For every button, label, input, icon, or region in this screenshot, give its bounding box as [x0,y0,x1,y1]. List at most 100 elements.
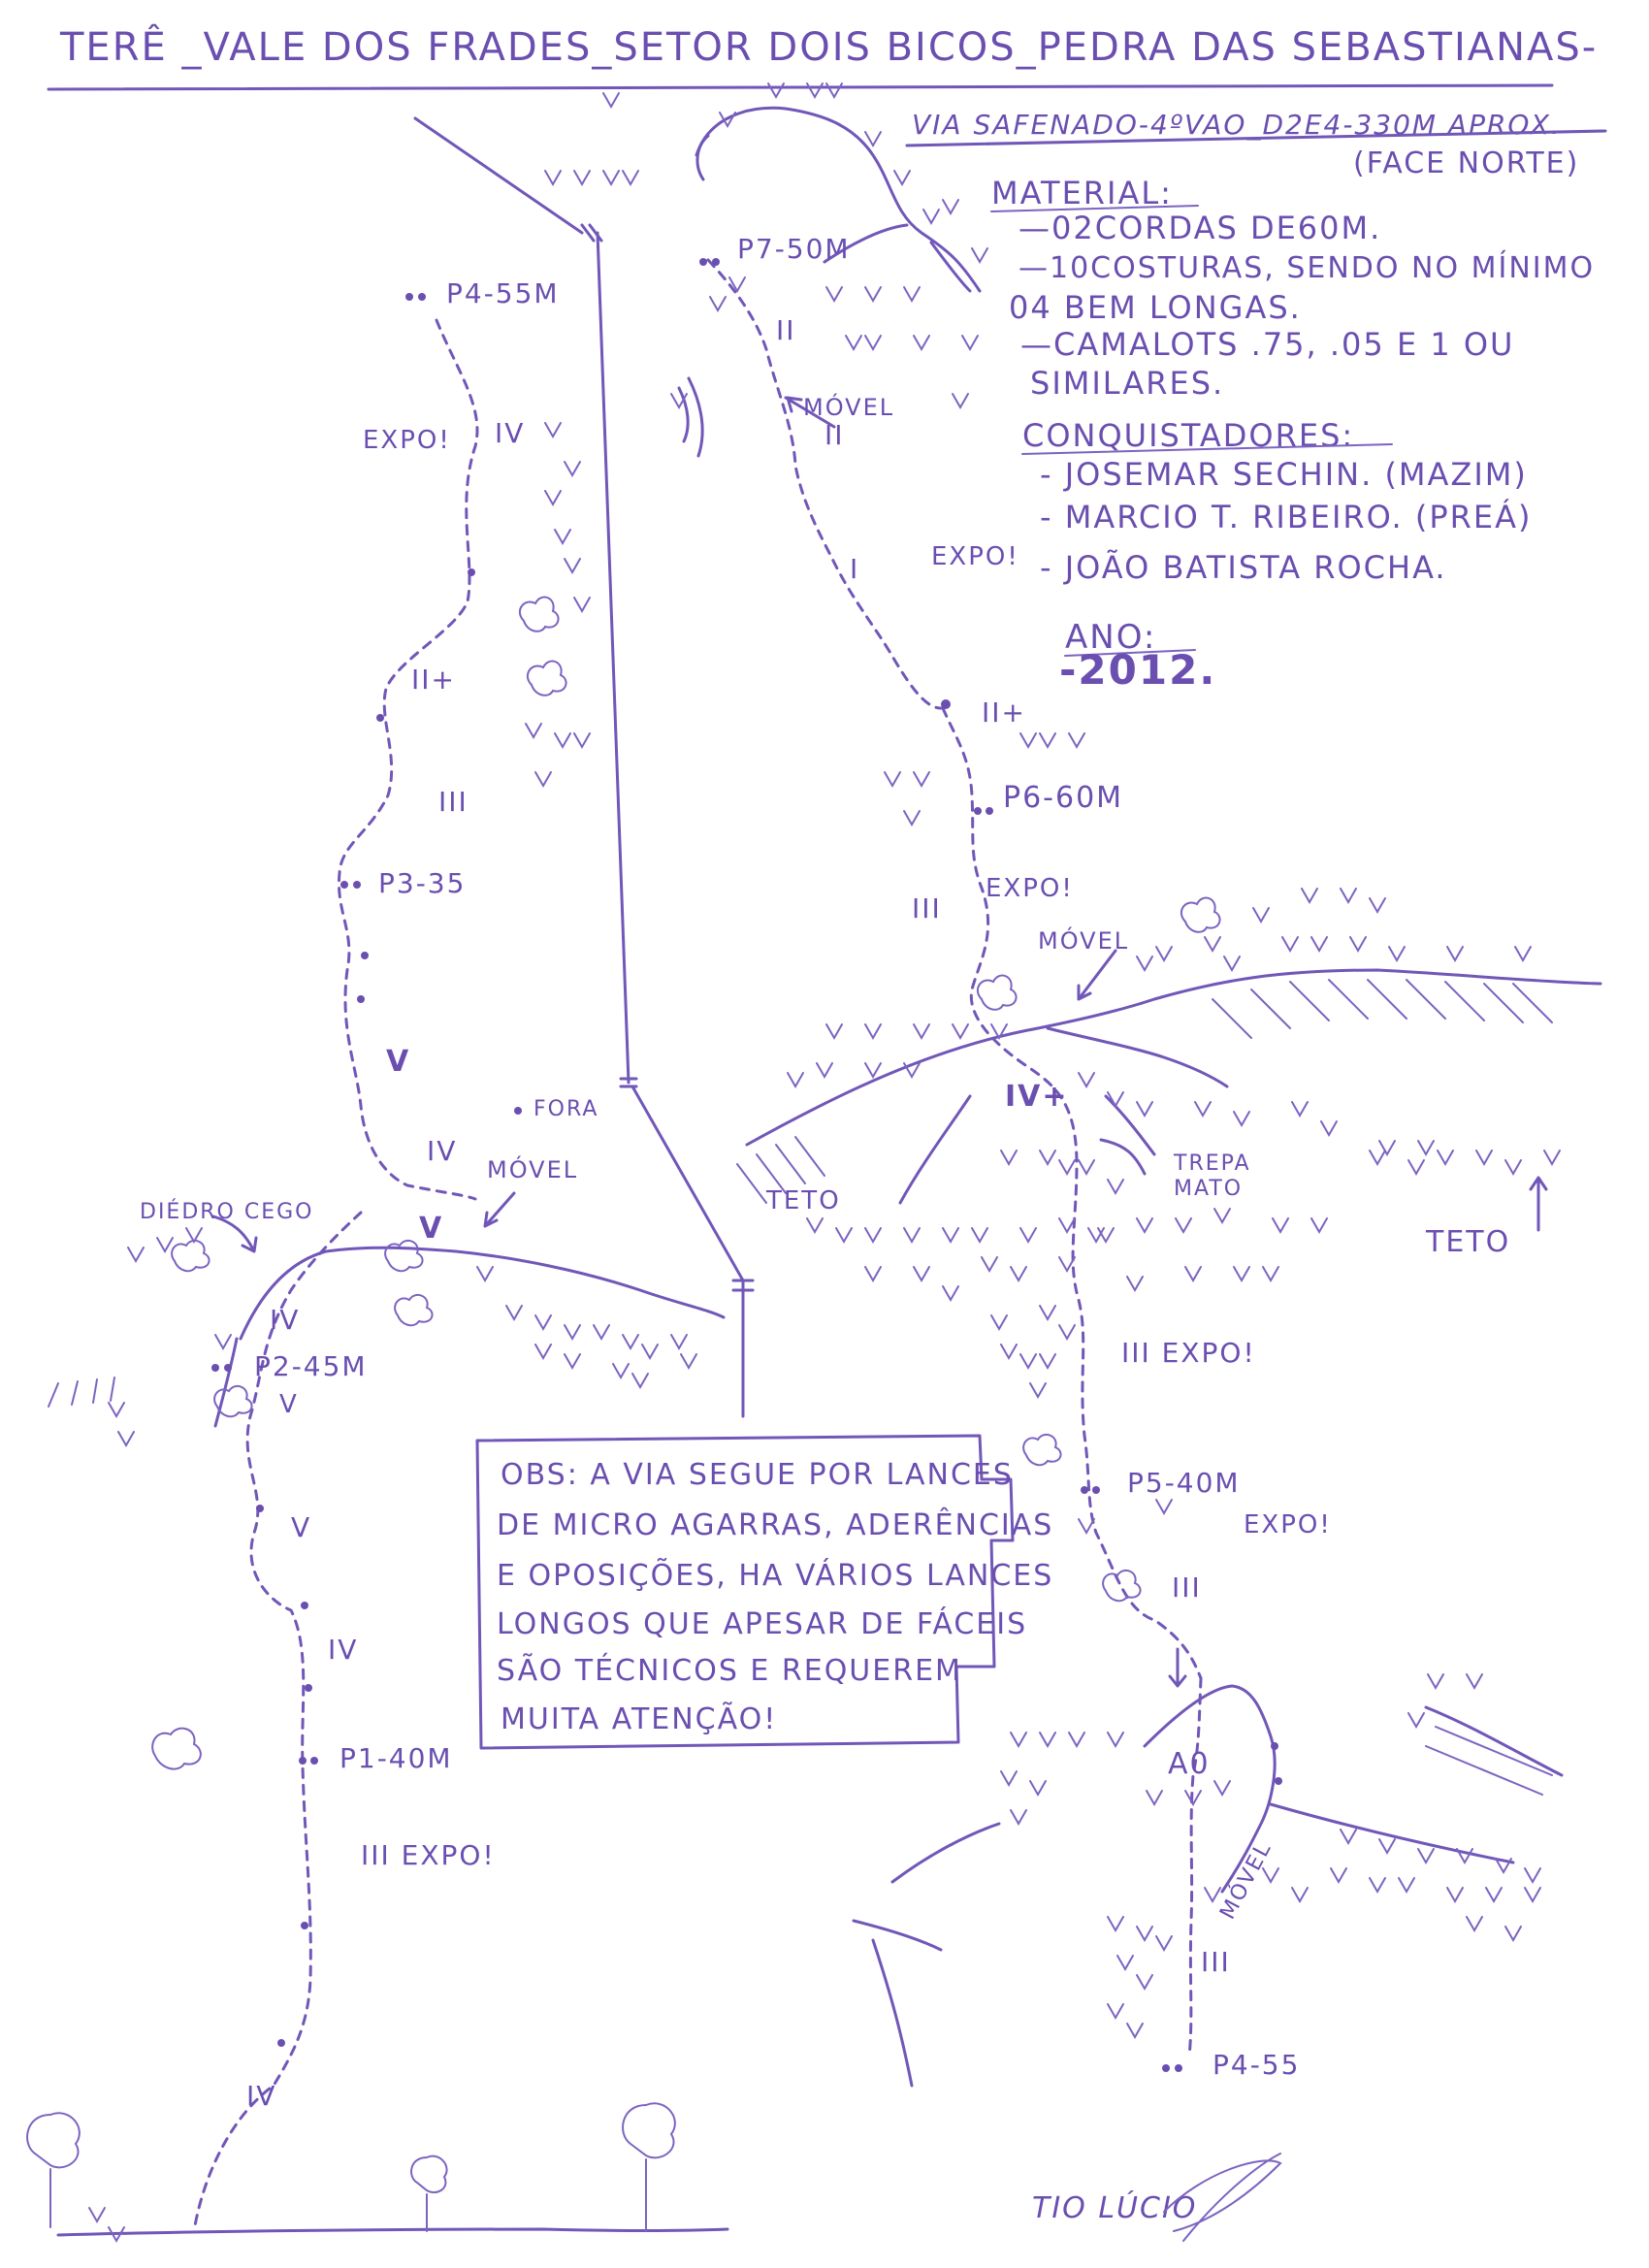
vegetation-tick [864,1023,882,1041]
title-underline [47,83,1554,91]
vegetation-tick [156,1237,174,1254]
vegetation-tick [670,1334,688,1351]
vegetation-tick [903,1227,921,1245]
vegetation-tick [913,1266,930,1283]
lower-center-arc [852,1822,1001,1952]
movel-arrow-roof [1077,949,1117,1001]
vegetation-tick [544,490,562,507]
label-expo-a: EXPO! [363,426,451,455]
left-route-lower [192,1211,363,2233]
vegetation-tick [835,1227,853,1245]
label-p4b: P4-55 [1212,2049,1300,2081]
vegetation-tick [1320,1120,1338,1138]
roof-crack-right [1099,1094,1156,1176]
vegetation-tick [1078,1072,1095,1089]
vegetation-tick [1514,946,1532,963]
vegetation-tick [1262,1867,1279,1885]
label-p2: P2-45M [254,1350,368,1382]
vegetation-tick [534,1344,552,1361]
vegetation-tick [564,1324,581,1342]
vegetation-tick [1252,907,1270,924]
material-heading: MATERIAL: [991,175,1173,211]
vegetation-tick [1107,1179,1124,1196]
vegetation-tick [1204,936,1221,954]
material-underline [990,205,1199,212]
vegetation-tick [864,1062,882,1080]
label-movel-b: MÓVEL [1038,925,1129,955]
vegetation-tick [1136,956,1153,973]
label-expo-d: EXPO! [1244,1510,1332,1539]
vegetation-tick [1349,936,1367,954]
vegetation-tick [1126,2023,1144,2040]
belay-p4a [405,293,426,301]
vegetation-tick [1417,1140,1435,1157]
vegetation-tick [1019,732,1037,750]
vegetation-tick [1184,1790,1202,1807]
conquistador-1: - JOSEMAR SECHIN. (MAZIM) [1040,456,1528,493]
vegetation-tick [971,247,988,265]
vegetation-tick [767,82,785,100]
vegetation-tick [913,771,930,789]
obs-box [475,1434,1015,1750]
vegetation-tick [1107,1091,1124,1109]
belay-p7 [699,258,720,266]
movel-arrow-top [784,396,836,429]
vegetation-tick [864,1227,882,1245]
vegetation-tick [942,199,959,216]
vegetation-tick [1446,1887,1464,1904]
vegetation-tick [108,1402,125,1419]
link-ticks [580,223,755,1292]
vegetation-tick [1388,946,1406,963]
obs-line-2: DE MICRO AGARRAS, ADERÊNCIAS [497,1507,1053,1542]
obs-line-5: SÃO TÉCNICOS E REQUEREM [497,1653,962,1688]
vegetation-tick [913,1023,930,1041]
label-grade-i: I [850,553,859,585]
vegetation-tick [573,597,591,614]
vegetation-tick [1543,1150,1561,1167]
vegetation-tick [117,1431,135,1448]
vegetation-tick [1155,946,1173,963]
lower-right-block [1143,1684,1277,1894]
teto-arrow [1529,1176,1548,1232]
vegetation-tick [127,1247,145,1264]
face-label: (FACE NORTE) [1353,146,1579,180]
label-trepa: TREPA [1173,1151,1251,1176]
label-expo-c: EXPO! [986,874,1074,903]
vegetation-tick [864,1266,882,1283]
vegetation-tick [1068,732,1085,750]
route-underline [905,129,1607,147]
label-p5: P5-40M [1127,1467,1241,1499]
vegetation-tick [476,1266,494,1283]
vegetation-tick [952,393,969,410]
conquistador-2: - MARCIO T. RIBEIRO. (PREÁ) [1040,499,1532,535]
vegetation-tick [787,1072,804,1089]
label-teto-a: TETO [765,1186,841,1215]
vegetation-tick [622,1334,639,1351]
vegetation-tick [573,732,591,750]
vegetation-tick [641,1344,659,1361]
vegetation-tick [1058,1217,1076,1235]
vegetation-tick [1058,1159,1076,1177]
vegetation-tick [185,1227,203,1245]
vegetation-tick [942,1285,959,1303]
vegetation-tick [525,723,542,740]
vegetation-tick [893,170,911,187]
vegetation-tick [564,461,581,478]
lower-right-slab [1269,1705,1564,1864]
vegetation-tick [1175,1217,1192,1235]
obs-line-4: LONGOS QUE APESAR DE FÁCEIS [497,1606,1027,1641]
vegetation-tick [1272,1217,1289,1235]
vegetation-tick [825,82,843,100]
material-line-5: SIMILARES. [1030,365,1224,402]
vegetation-tick [1281,936,1299,954]
vegetation-tick [602,170,620,187]
vegetation-tick [1310,1217,1328,1235]
crack-ii [677,376,704,458]
conquistador-3: - JOÃO BATISTA ROCHA. [1040,549,1447,586]
vegetation-tick [990,1023,1008,1041]
vegetation-tick [719,112,736,129]
vegetation-tick [1019,1227,1037,1245]
ground-line [56,2227,729,2237]
vegetation-tick [864,131,882,148]
